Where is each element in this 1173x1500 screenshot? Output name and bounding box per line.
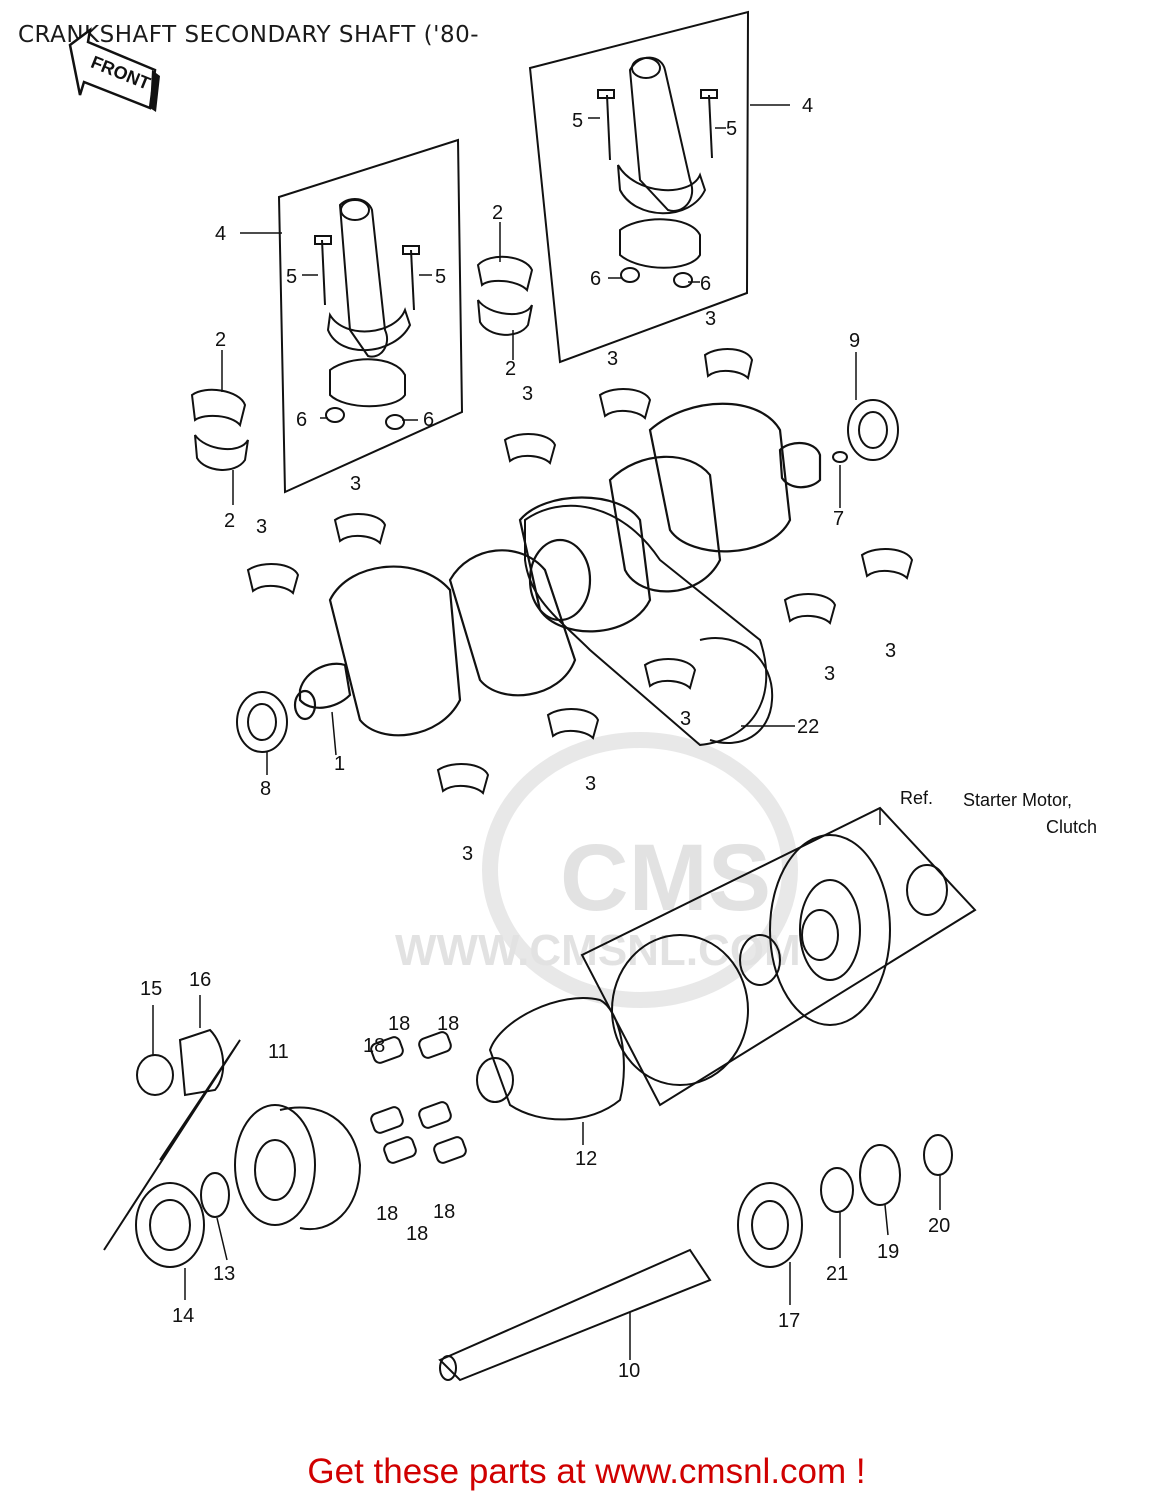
callout-3: 3 (462, 843, 473, 865)
callout-19: 19 (877, 1241, 899, 1263)
callout-3: 3 (885, 640, 896, 662)
callout-18: 18 (433, 1201, 455, 1223)
callout-3: 3 (522, 383, 533, 405)
callout-18: 18 (388, 1013, 410, 1035)
callout-5: 5 (435, 266, 446, 288)
callout-14: 14 (172, 1305, 194, 1327)
callout-8: 8 (260, 778, 271, 800)
callout-17: 17 (778, 1310, 800, 1332)
callout-2: 2 (492, 202, 503, 224)
main-bearing-shells (246, 348, 914, 795)
callout-22: 22 (797, 716, 819, 738)
footer-shop-link[interactable]: Get these parts at www.cmsnl.com ! (307, 1452, 866, 1491)
callout-6: 6 (296, 409, 307, 431)
callout-18: 18 (363, 1035, 385, 1057)
watermark-url: WWW.CMSNL.COM (395, 926, 801, 975)
callout-16: 16 (189, 969, 211, 991)
crankshaft-icon (293, 402, 822, 737)
callout-2: 2 (215, 329, 226, 351)
callout-9: 9 (849, 330, 860, 352)
oil-seals (236, 399, 899, 753)
callout-13: 13 (213, 1263, 235, 1285)
callout-18: 18 (406, 1223, 428, 1245)
callout-18: 18 (376, 1203, 398, 1225)
callout-20: 20 (928, 1215, 950, 1237)
callout-numbers: 1 2 2 2 2 3 3 3 3 3 3 3 3 3 3 4 4 5 5 5 … (140, 95, 950, 1382)
callout-3: 3 (585, 773, 596, 795)
callout-5: 5 (572, 110, 583, 132)
connecting-rod-assembly-right (528, 10, 750, 364)
connecting-rod-assembly-left (277, 138, 464, 494)
callout-15: 15 (140, 978, 162, 1000)
callout-6: 6 (590, 268, 601, 290)
callout-7: 7 (833, 508, 844, 530)
callout-1: 1 (334, 753, 345, 775)
callout-5: 5 (286, 266, 297, 288)
callout-12: 12 (575, 1148, 597, 1170)
callout-6: 6 (700, 273, 711, 295)
front-arrow-icon: FRONT (68, 27, 160, 112)
primary-chain-icon (524, 504, 774, 747)
leader-lines (152, 104, 941, 1360)
callout-10: 10 (618, 1360, 640, 1382)
rod-bearing-shells (190, 255, 534, 471)
callout-18: 18 (437, 1013, 459, 1035)
callout-21: 21 (826, 1263, 848, 1285)
starter-clutch-reference-group (580, 806, 977, 1107)
callout-3: 3 (350, 473, 361, 495)
callout-3: 3 (256, 516, 267, 538)
callout-3: 3 (824, 663, 835, 685)
callout-6: 6 (423, 409, 434, 431)
callout-4: 4 (802, 95, 813, 117)
callout-3: 3 (607, 348, 618, 370)
callout-5: 5 (726, 118, 737, 140)
ref-label: Ref. (900, 788, 934, 808)
ref-text-clutch: Clutch (1046, 817, 1098, 837)
callout-2: 2 (224, 510, 235, 532)
secondary-shaft-parts (103, 997, 953, 1382)
ref-text-starter-motor: Starter Motor, (963, 790, 1073, 810)
callout-3: 3 (680, 708, 691, 730)
callout-3: 3 (705, 308, 716, 330)
callout-4: 4 (215, 223, 226, 245)
callout-2: 2 (505, 358, 516, 380)
callout-11: 11 (268, 1041, 289, 1063)
